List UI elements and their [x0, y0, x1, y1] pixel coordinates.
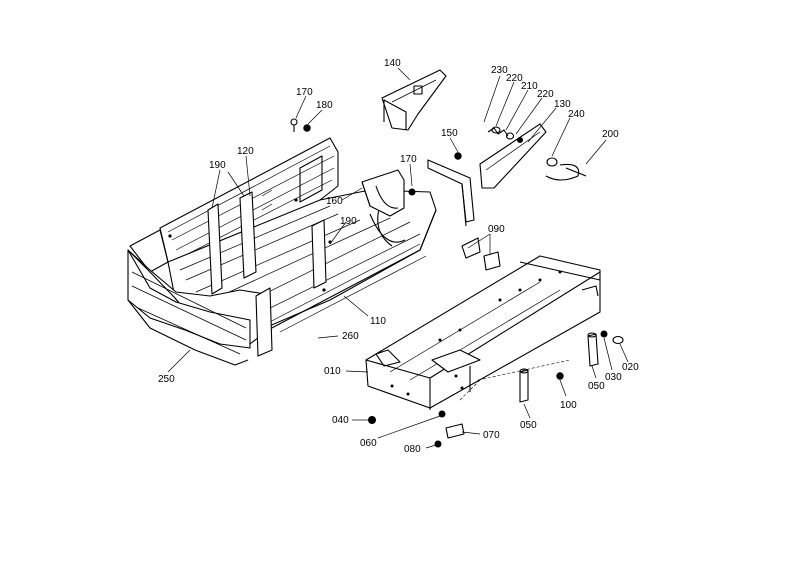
- main-frame: [365, 237, 601, 410]
- callout-030: 030: [605, 372, 622, 383]
- callout-100: 100: [560, 400, 577, 411]
- hinge-bracket: [381, 69, 447, 131]
- callout-200: 200: [602, 129, 619, 140]
- callout-230: 230: [491, 65, 508, 76]
- callout-110: 110: [370, 316, 386, 327]
- callout-090: 090: [488, 224, 505, 235]
- callout-170-top: 170: [296, 87, 313, 98]
- callout-220-lower: 220: [537, 89, 554, 100]
- bed-assembly: [127, 137, 437, 366]
- callout-080: 080: [404, 444, 421, 455]
- leader-lines: [167, 67, 629, 449]
- callout-180: 180: [316, 100, 333, 111]
- callout-060: 060: [360, 438, 377, 449]
- callout-150: 150: [441, 128, 458, 139]
- callout-160: 160: [326, 196, 343, 207]
- callout-040: 040: [332, 415, 349, 426]
- callout-010: 010: [324, 366, 341, 377]
- callout-190-left: 190: [209, 160, 226, 171]
- callout-170-mid: 170: [400, 154, 417, 165]
- callout-240: 240: [568, 109, 585, 120]
- callout-210: 210: [521, 81, 538, 92]
- callout-120: 120: [237, 146, 254, 157]
- bolt-170-180: [290, 118, 311, 132]
- center-bracket: [361, 169, 416, 217]
- callout-050-right: 050: [588, 381, 605, 392]
- callout-labels: 140 230 220 210 220 130 240 200 170 180 …: [158, 58, 639, 455]
- callout-140: 140: [384, 58, 401, 69]
- latch-assembly: [427, 123, 587, 227]
- callout-220-upper: 220: [506, 73, 523, 84]
- callout-130: 130: [554, 99, 571, 110]
- frame-fasteners: [368, 330, 624, 448]
- callout-250: 250: [158, 374, 175, 385]
- callout-020: 020: [622, 362, 639, 373]
- callout-190-right: 190: [340, 216, 357, 227]
- callout-070: 070: [483, 430, 500, 441]
- callout-050-center: 050: [520, 420, 537, 431]
- callout-260: 260: [342, 331, 359, 342]
